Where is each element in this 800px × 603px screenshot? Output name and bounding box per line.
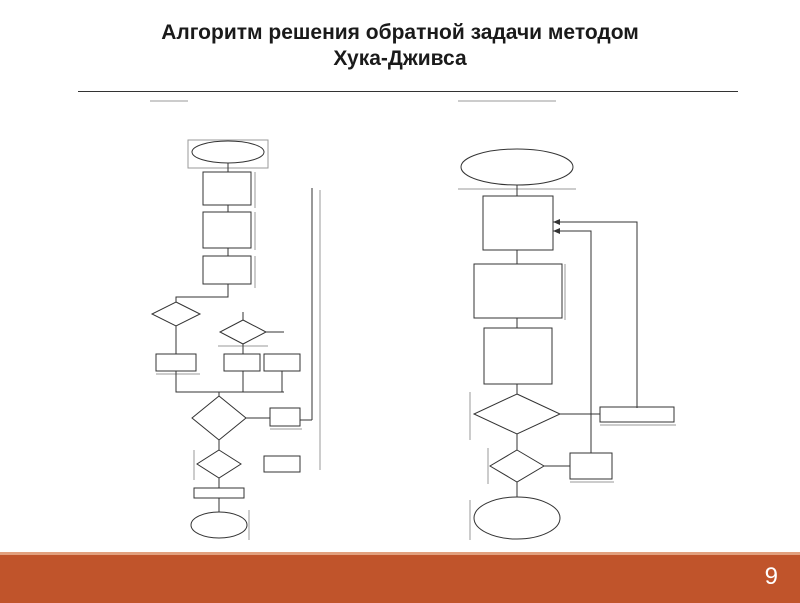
- left-small-box-3: [263, 353, 301, 372]
- left-end-terminator: [190, 511, 248, 539]
- left-process-box-3: [202, 255, 252, 285]
- flowchart-right: [458, 100, 676, 540]
- title-divider: [78, 91, 738, 92]
- right-feedback-arrow-2: [553, 228, 560, 234]
- right-process-box-2: [473, 263, 563, 319]
- slide-title-line-2: Хука-Дживса: [333, 47, 467, 70]
- right-side-box-2: [569, 452, 613, 480]
- left-connector: [175, 371, 284, 393]
- left-side-box-1: [269, 407, 301, 427]
- left-small-box-1: [155, 353, 197, 372]
- left-small-box-2: [223, 353, 261, 372]
- right-feedback-arrow-1: [553, 219, 560, 225]
- right-side-box-1: [599, 406, 675, 423]
- footer-bar: 9: [0, 552, 800, 603]
- slide-title-line-1: Алгоритм решения обратной задачи методом: [161, 21, 639, 44]
- left-decision-3: [191, 395, 247, 441]
- left-output-box: [193, 487, 245, 499]
- right-end-terminator: [473, 496, 561, 540]
- left-connector: [175, 284, 229, 302]
- left-decision-4: [196, 449, 242, 479]
- slide-title: Алгоритм решения обратной задачи методом…: [60, 20, 740, 72]
- flowcharts: [150, 100, 676, 540]
- left-decision-1: [150, 301, 202, 327]
- right-process-box-3: [483, 327, 553, 385]
- left-side-box-2: [263, 455, 301, 473]
- right-decision-2: [489, 449, 545, 483]
- flowchart-left: [150, 100, 321, 540]
- left-start-terminator: [191, 140, 265, 164]
- page-number: 9: [764, 563, 778, 590]
- right-decision-1: [472, 393, 562, 435]
- left-decision-2: [218, 319, 268, 345]
- right-start-terminator: [460, 148, 574, 186]
- right-process-box-1: [482, 195, 554, 251]
- left-process-box-2: [202, 211, 252, 249]
- right-feedback-loop-2: [553, 230, 592, 453]
- right-feedback-loop-1: [553, 221, 638, 408]
- left-process-box-1: [202, 171, 252, 206]
